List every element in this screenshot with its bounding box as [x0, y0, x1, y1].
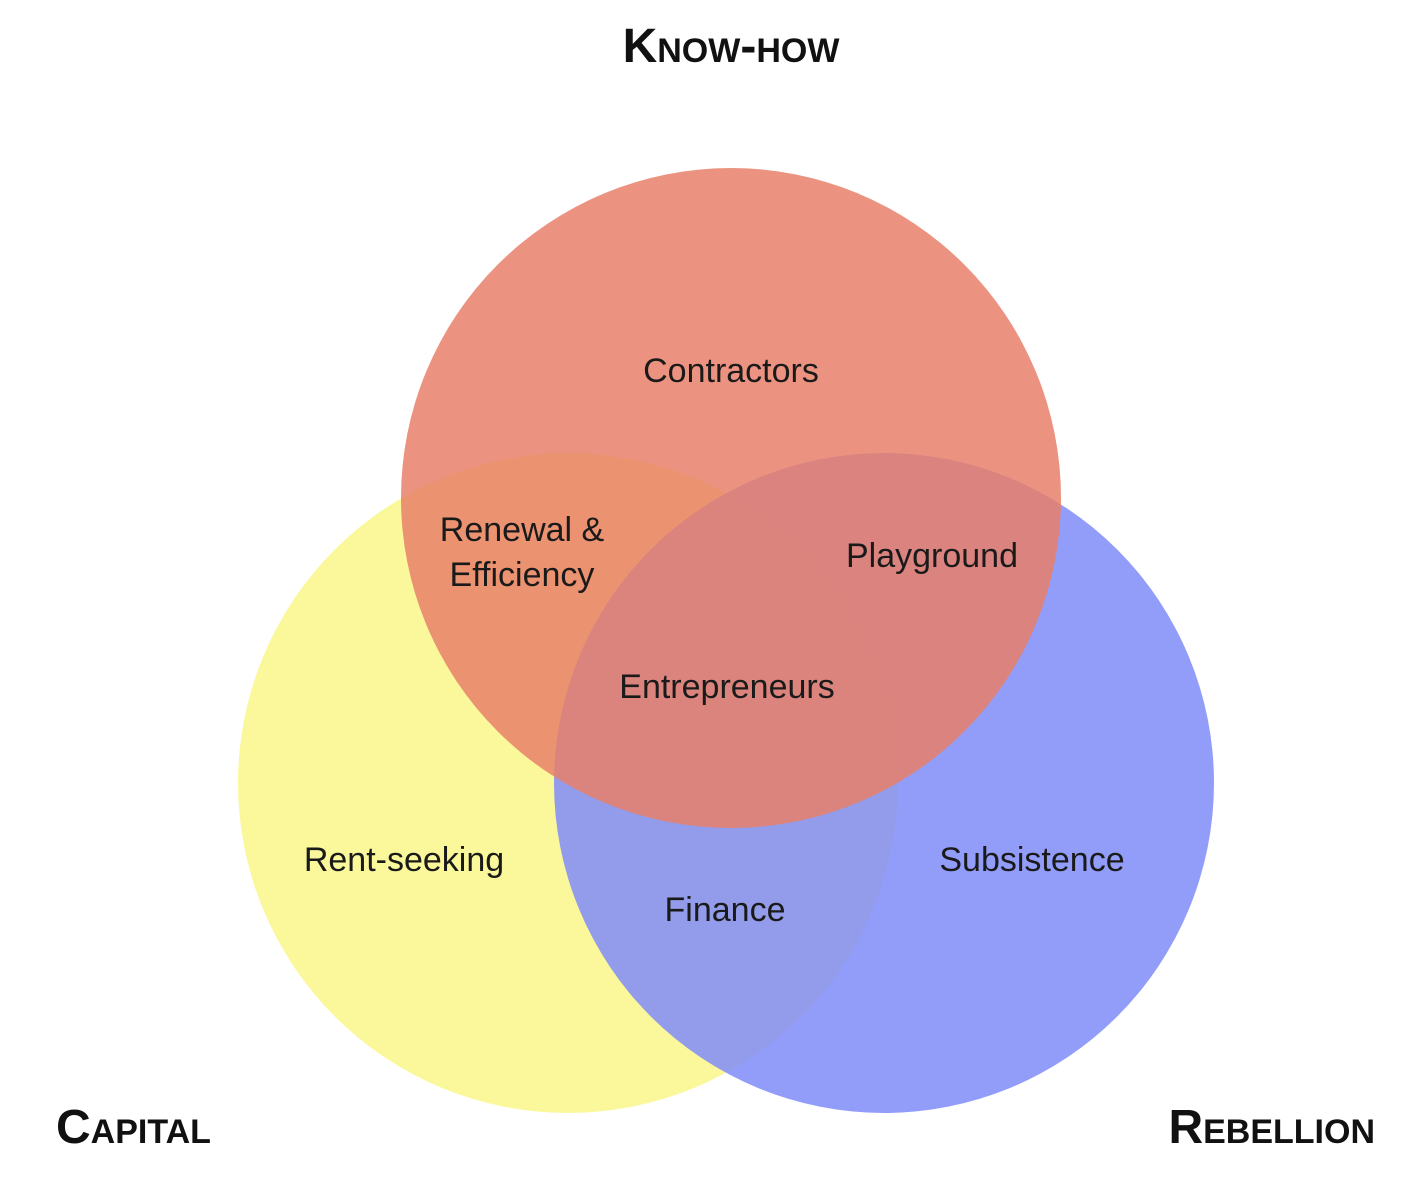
region-label-entrepreneurs: Entrepreneurs [619, 668, 834, 706]
region-label-contractors: Contractors [643, 352, 819, 390]
set-title-rebellion: Rebellion [1168, 1101, 1375, 1154]
region-label-finance: Finance [665, 891, 786, 929]
know-how-circle [401, 168, 1061, 828]
region-label-subsistence: Subsistence [939, 841, 1124, 879]
set-title-capital: Capital [56, 1101, 211, 1154]
region-label-rent-seeking: Rent-seeking [304, 841, 504, 879]
region-label-playground: Playground [846, 537, 1018, 575]
region-label-renewal-efficiency-line1: Renewal & [440, 511, 605, 549]
set-title-know-how: Know-how [623, 20, 841, 73]
venn-circles [238, 168, 1214, 1113]
region-label-renewal-efficiency-line2: Efficiency [450, 556, 595, 594]
